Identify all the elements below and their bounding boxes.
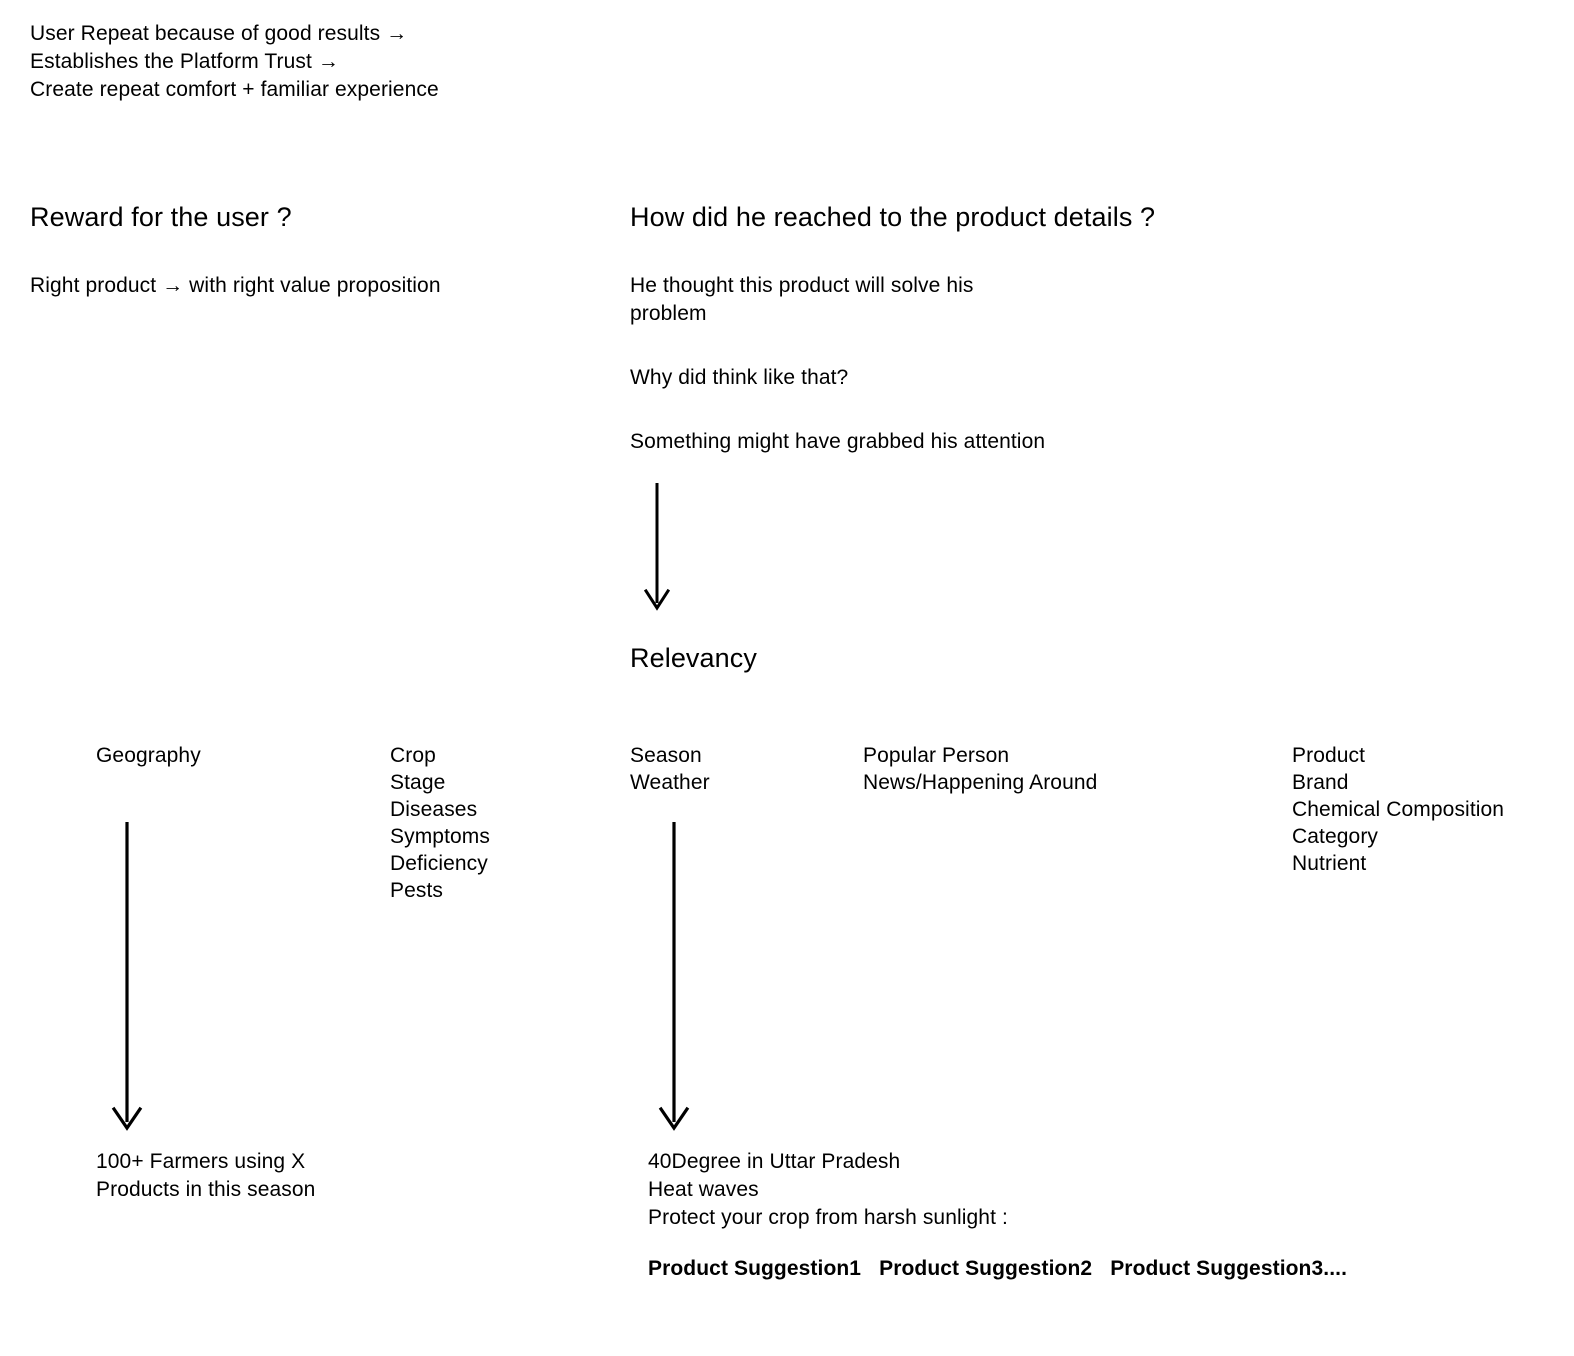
relevancy-item: Popular Person xyxy=(863,744,1010,767)
relevancy-column-geography: Geography xyxy=(96,742,201,769)
reward-heading: Reward for the user ? xyxy=(30,202,292,232)
geography-outcome-line-2: Products in this season xyxy=(96,1178,316,1201)
relevancy-item: Chemical Composition xyxy=(1292,798,1505,821)
relevancy-item: Nutrient xyxy=(1292,852,1367,875)
relevancy-item: Weather xyxy=(630,771,710,794)
product-details-paragraph-2: Why did think like that? xyxy=(630,366,849,389)
relevancy-item: Crop xyxy=(390,744,436,767)
product-details-paragraph-3: Something might have grabbed his attenti… xyxy=(630,430,1046,453)
relevancy-column-popular-person: Popular Person News/Happening Around xyxy=(863,742,1097,796)
relevancy-column-product: Product Brand Chemical Composition Categ… xyxy=(1292,742,1504,877)
relevancy-item: Product xyxy=(1292,744,1366,767)
relevancy-item: Geography xyxy=(96,744,201,767)
season-outcome: 40Degree in Uttar Pradesh Heat waves Pro… xyxy=(648,1148,1008,1232)
season-outcome-line-1: 40Degree in Uttar Pradesh xyxy=(648,1150,901,1173)
product-suggestion-1[interactable]: Product Suggestion1 xyxy=(648,1257,862,1280)
relevancy-column-crop: Crop Stage Diseases Symptoms Deficiency … xyxy=(390,742,490,904)
relevancy-item: News/Happening Around xyxy=(863,771,1098,794)
down-arrow-icon-relevancy xyxy=(643,483,672,613)
product-suggestions-row: Product Suggestion1 Product Suggestion2 Pr… xyxy=(648,1255,1347,1283)
intro-chain-text: User Repeat because of good results → Es… xyxy=(30,22,439,101)
down-arrow-icon-season xyxy=(658,822,691,1134)
relevancy-item: Pests xyxy=(390,879,444,902)
product-details-paragraph-1: He thought this product will solve his p… xyxy=(630,274,974,325)
relevancy-item: Stage xyxy=(390,771,446,794)
relevancy-item: Deficiency xyxy=(390,852,488,875)
relevancy-column-season: Season Weather xyxy=(630,742,710,796)
relevancy-item: Category xyxy=(1292,825,1379,848)
product-details-heading: How did he reached to the product detail… xyxy=(630,202,1156,232)
product-suggestion-2[interactable]: Product Suggestion2 xyxy=(879,1257,1093,1280)
relevancy-item: Brand xyxy=(1292,771,1349,794)
down-arrow-icon-geography xyxy=(111,822,144,1134)
geography-outcome: 100+ Farmers using X Products in this se… xyxy=(96,1148,315,1204)
relevancy-item: Symptoms xyxy=(390,825,490,848)
relevancy-item: Diseases xyxy=(390,798,478,821)
product-suggestion-3[interactable]: Product Suggestion3.... xyxy=(1110,1257,1348,1280)
relevancy-heading: Relevancy xyxy=(630,643,757,673)
season-outcome-line-2: Heat waves xyxy=(648,1178,759,1201)
season-outcome-line-3: Protect your crop from harsh sunlight : xyxy=(648,1206,1008,1229)
relevancy-item: Season xyxy=(630,744,702,767)
reward-body-text: Right product → with right value proposi… xyxy=(30,274,441,297)
geography-outcome-line-1: 100+ Farmers using X xyxy=(96,1150,306,1173)
